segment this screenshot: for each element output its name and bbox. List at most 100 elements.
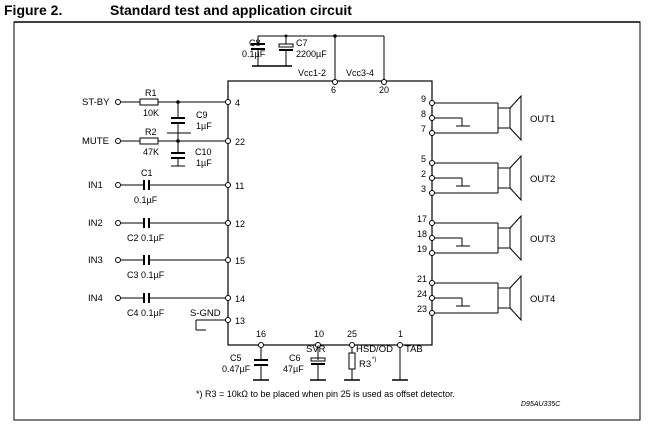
in3-label: IN3	[88, 255, 103, 266]
speaker-icon	[497, 287, 511, 309]
c1-name: C1	[141, 168, 153, 178]
output-label-3: OUT3	[530, 234, 555, 245]
hsd-label: HSD/OD	[356, 344, 393, 355]
speaker-icon	[497, 167, 511, 189]
vcc12-label: Vcc1-2	[298, 68, 326, 78]
right-pin-marker	[429, 250, 435, 256]
right-pin-marker	[429, 100, 435, 106]
mute-label: MUTE	[82, 136, 109, 147]
c5-name: C5	[230, 353, 242, 363]
c5-value: 0.47µF	[222, 364, 251, 374]
pin-10-label: 10	[314, 329, 324, 339]
r1-name: R1	[145, 88, 157, 98]
speaker-cone	[509, 154, 522, 202]
right-pin-marker	[429, 310, 435, 316]
pin-24-label: 24	[417, 289, 427, 299]
pin-16-label: 16	[256, 329, 266, 339]
c9-value: 1µF	[196, 121, 212, 131]
r3-label: R3	[359, 359, 371, 370]
pin-9-label: 9	[421, 94, 426, 104]
in4-label: IN4	[88, 293, 103, 304]
pin-5-label: 5	[421, 154, 426, 164]
figure-label: Figure 2.	[4, 2, 63, 18]
pin-3-label: 3	[421, 184, 426, 194]
left-pin-markers	[225, 99, 231, 323]
svr-label: SVR	[306, 344, 326, 355]
pin-marker	[381, 79, 387, 85]
input-terminals	[115, 99, 121, 301]
figure-frame	[13, 21, 641, 421]
output-label-1: OUT1	[530, 114, 555, 125]
pin-23-label: 23	[417, 304, 427, 314]
in2-label: IN2	[88, 218, 103, 229]
c3-label: C3 0.1µF	[127, 270, 165, 280]
footnote: *) R3 = 10kΩ to be placed when pin 25 is…	[196, 389, 455, 399]
vcc34-label: Vcc3-4	[346, 68, 374, 78]
junction-dot	[333, 34, 337, 38]
pin-11-label: 11	[235, 181, 244, 191]
c8-name: C8	[249, 38, 261, 48]
pin-13-label: 13	[235, 316, 245, 326]
figure-title: Standard test and application circuit	[110, 2, 352, 18]
output-label-4: OUT4	[530, 294, 555, 305]
in1-label: IN1	[88, 180, 103, 191]
speaker-cone	[509, 274, 522, 322]
r2-value: 47K	[143, 147, 159, 157]
pin-marker	[332, 79, 338, 85]
bottom-pin-markers	[258, 342, 403, 348]
pin-2-label: 2	[421, 169, 426, 179]
c9-name: C9	[196, 110, 208, 120]
r1-value: 10K	[143, 108, 159, 118]
speaker-cone	[509, 94, 522, 142]
pin-19-label: 19	[417, 244, 427, 254]
input-wiring	[121, 98, 226, 331]
c10-name: C10	[195, 147, 212, 157]
c6-name: C6	[289, 353, 301, 363]
pin-25-label: 25	[347, 329, 357, 339]
bottom-wiring	[253, 347, 408, 381]
junction-dot	[176, 100, 180, 104]
pin-7-label: 7	[421, 124, 426, 134]
c1-value: 0.1µF	[134, 195, 158, 205]
c6-value: 47µF	[283, 364, 304, 374]
figure-heading: Figure 2. Standard test and application …	[4, 2, 644, 20]
amplifier-ic	[227, 80, 433, 346]
pin-1-label: 1	[398, 329, 403, 339]
doc-code: D95AU335C	[521, 401, 561, 408]
c7-value: 2200µF	[296, 49, 327, 59]
supply-network	[251, 35, 385, 81]
pin-14-label: 14	[235, 294, 245, 304]
right-pin-marker	[429, 295, 435, 301]
r2-name: R2	[145, 127, 157, 137]
right-pin-marker	[429, 190, 435, 196]
right-pin-marker	[429, 220, 435, 226]
speaker-icon	[497, 107, 511, 129]
speaker-cone	[509, 214, 522, 262]
right-pin-marker	[429, 115, 435, 121]
right-pin-marker	[429, 235, 435, 241]
c4-label: C4 0.1µF	[127, 308, 165, 318]
pin-18-label: 18	[417, 229, 427, 239]
c7-name: C7	[296, 38, 308, 48]
pin-15-label: 15	[235, 256, 245, 266]
right-pin-marker	[429, 175, 435, 181]
sgnd-label: S-GND	[190, 308, 221, 319]
r3-mark: *)	[372, 357, 376, 363]
pin-8-label: 8	[421, 109, 426, 119]
pin-6-label: 6	[331, 85, 336, 95]
pin-17-label: 17	[417, 214, 427, 224]
output-label-2: OUT2	[530, 174, 555, 185]
stby-label: ST-BY	[82, 97, 110, 108]
right-pin-marker	[429, 280, 435, 286]
pin-4-label: 4	[235, 98, 240, 108]
c8-value: 0.1µF	[242, 49, 266, 59]
pin-21-label: 21	[417, 274, 427, 284]
right-pin-marker	[429, 160, 435, 166]
pin-12-label: 12	[235, 219, 245, 229]
junction-dot	[284, 34, 288, 38]
c10-value: 1µF	[196, 158, 212, 168]
right-pin-marker	[429, 130, 435, 136]
junction-dot	[176, 139, 180, 143]
speaker-icon	[497, 227, 511, 249]
